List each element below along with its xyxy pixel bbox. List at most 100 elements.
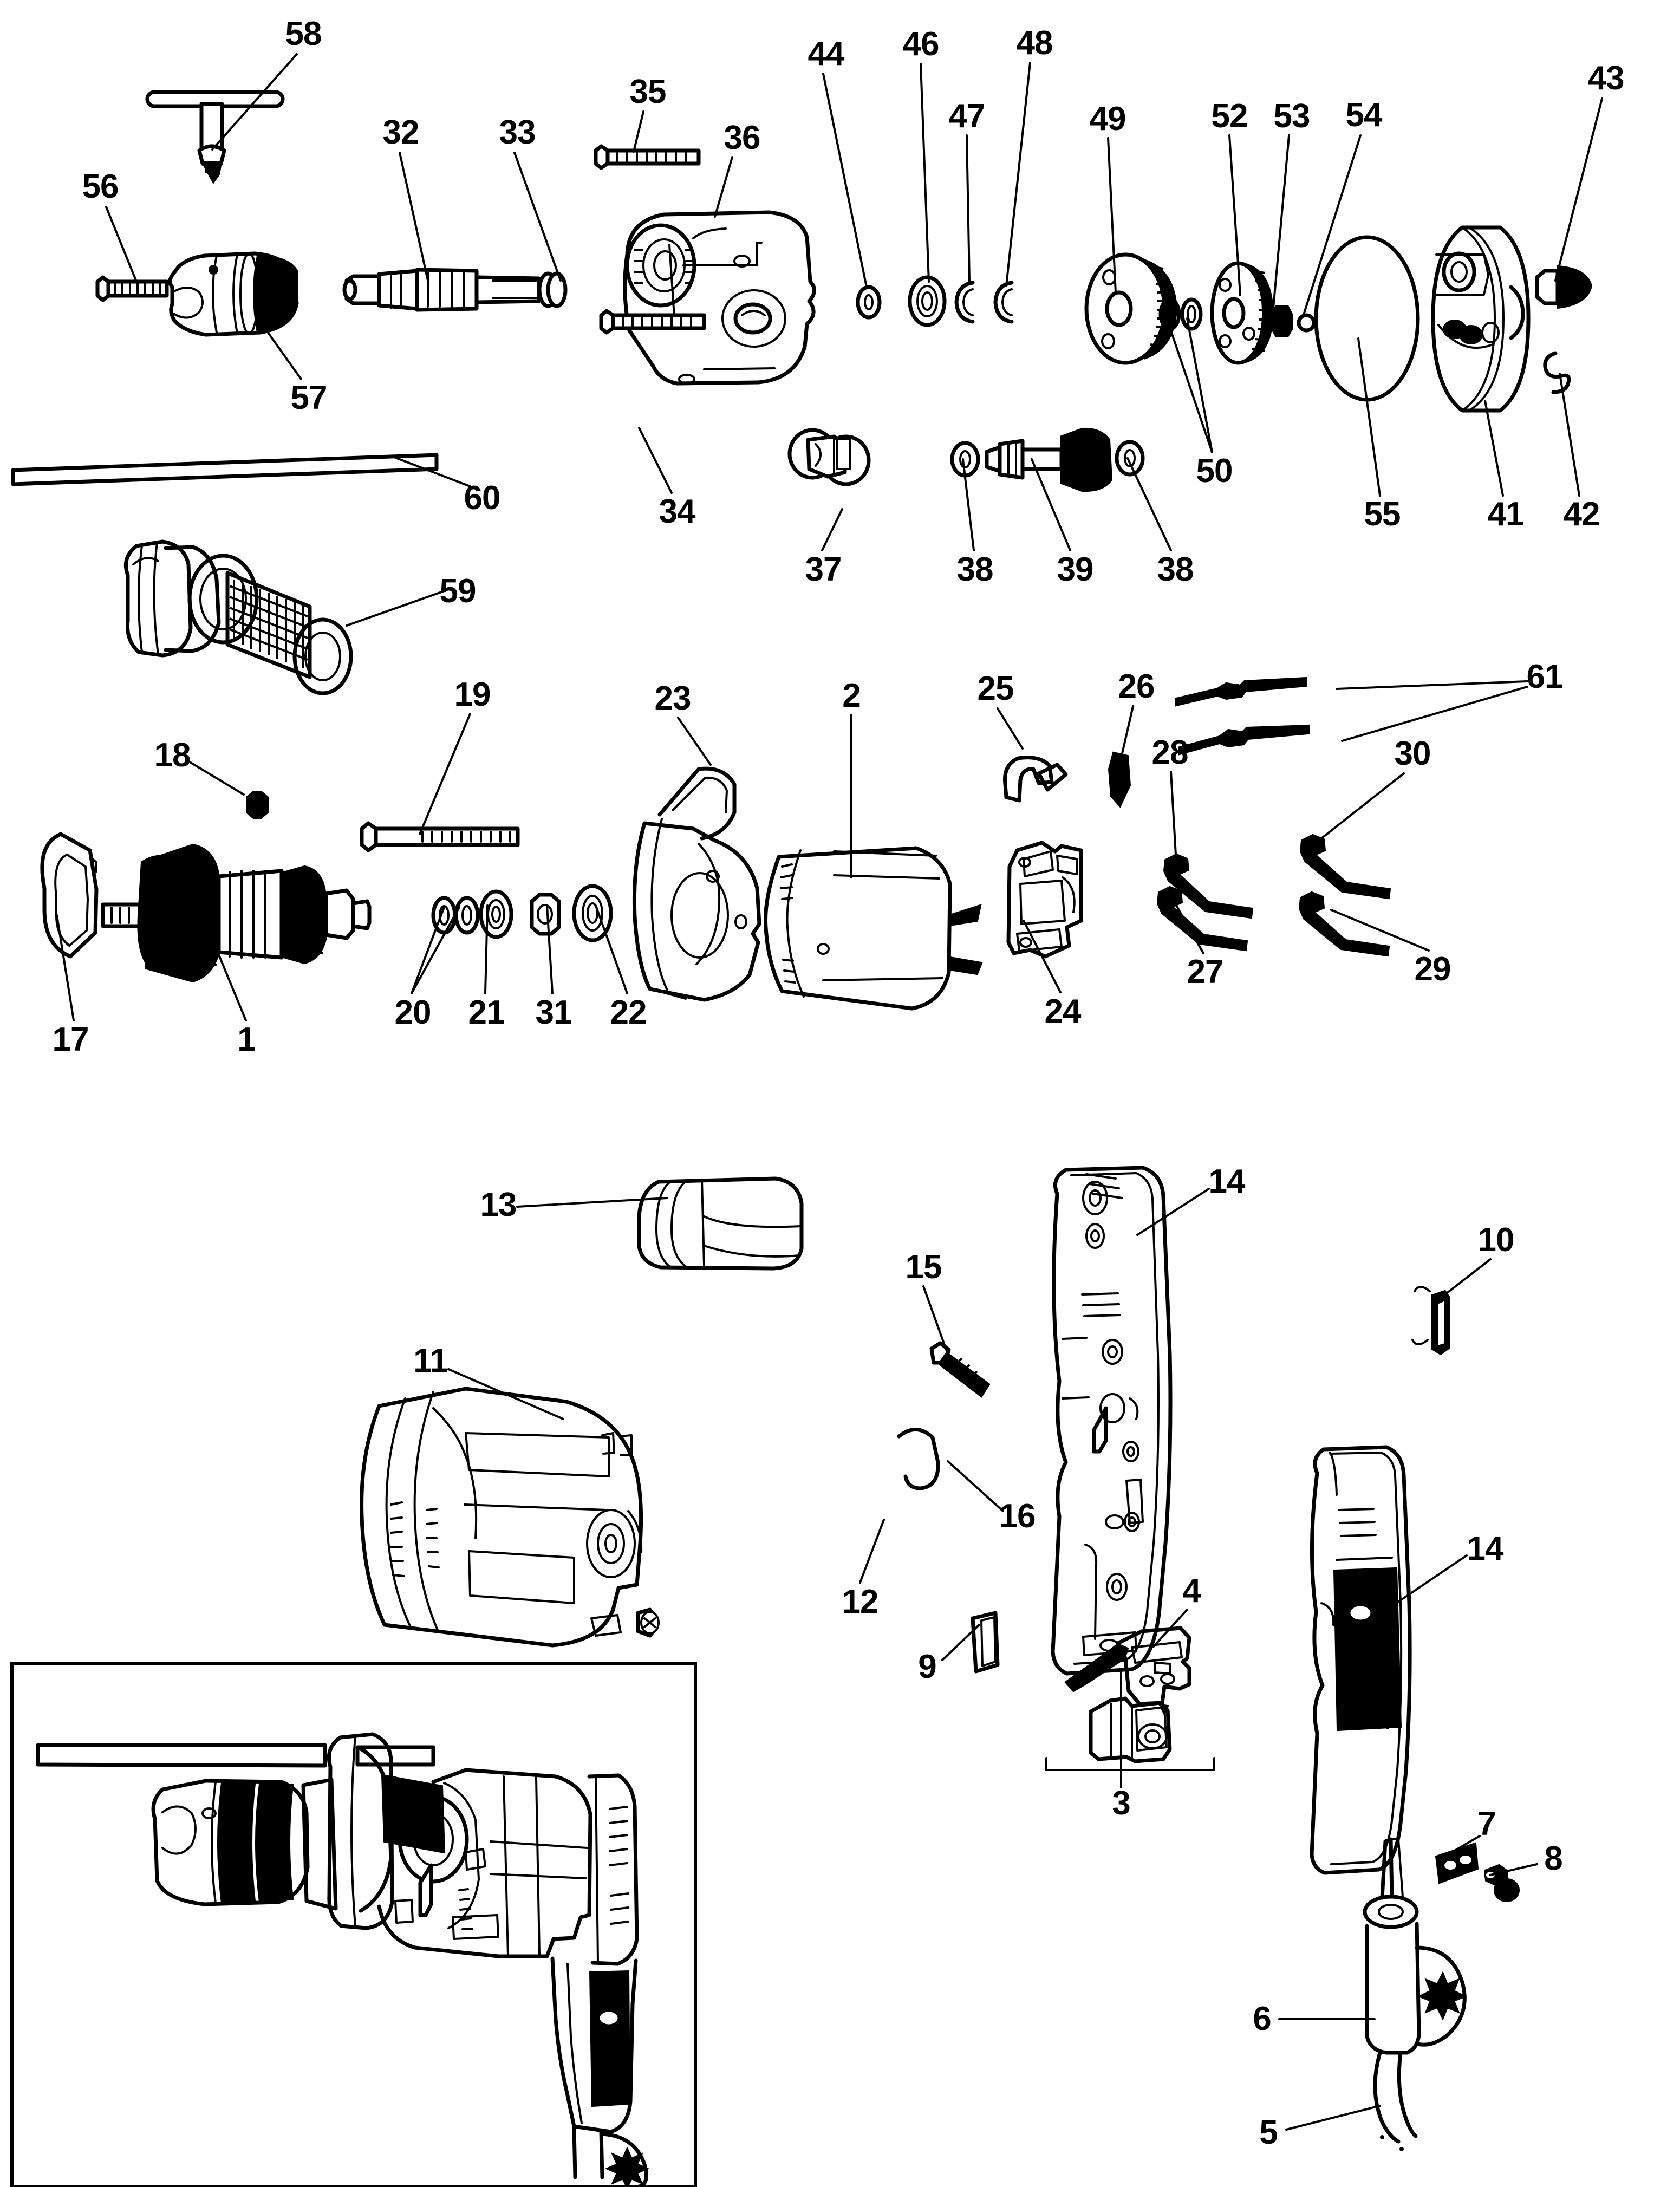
leader-line-61 [1341, 686, 1528, 742]
part-50-washer-b [1180, 297, 1203, 331]
leader-line-48 [1005, 62, 1031, 287]
callout-leader-lines [56, 53, 1603, 2131]
leader-line-30 [1311, 772, 1405, 847]
part-8-screw [1483, 1864, 1520, 1902]
leader-line-26 [1120, 705, 1134, 759]
callout-label-6: 6 [1253, 2000, 1271, 2038]
leader-line-1 [204, 920, 247, 1021]
leader-line-15 [922, 1285, 949, 1355]
callout-label-33: 33 [499, 114, 536, 151]
part-52-gear [1210, 261, 1274, 365]
part-53-collar [1271, 305, 1293, 337]
part-56-screw [95, 275, 169, 302]
part-39-intermediate-shaft [985, 427, 1113, 492]
part-19-long-screw [360, 821, 520, 852]
callout-label-13: 13 [480, 1186, 517, 1223]
part-38-washer-right [1115, 440, 1145, 477]
callout-label-49: 49 [1089, 100, 1126, 138]
part-3-switch-assembly [1045, 1670, 1215, 1788]
callout-label-2: 2 [842, 677, 861, 714]
callout-label-38a: 38 [956, 551, 994, 588]
part-54-ball [1297, 313, 1316, 333]
leader-line-41 [1484, 400, 1504, 497]
leader-line-31 [546, 904, 554, 994]
leader-line-42 [1559, 373, 1580, 497]
callout-label-36: 36 [724, 119, 761, 157]
part-2-field-stator [764, 846, 983, 1011]
callout-label-41: 41 [1487, 496, 1525, 533]
callout-label-48: 48 [1016, 24, 1053, 62]
callout-label-19: 19 [454, 676, 491, 713]
leader-line-50 [1186, 317, 1213, 453]
callout-label-15: 15 [905, 1248, 942, 1286]
leader-line-56 [105, 206, 138, 283]
leader-line-35 [633, 110, 644, 153]
leader-line-24 [1023, 920, 1062, 993]
callout-label-8: 8 [1544, 1840, 1562, 1877]
part-32-spindle [342, 268, 541, 312]
callout-label-9: 9 [918, 1648, 936, 1685]
part-23-end-bell [632, 766, 761, 1002]
leader-line-8 [1489, 1863, 1538, 1876]
callout-label-3: 3 [1112, 1785, 1130, 1822]
part-33-washer [537, 271, 568, 308]
leader-line-5 [1285, 2105, 1381, 2131]
part-58-chuck-key [145, 90, 285, 184]
callout-label-16: 16 [999, 1498, 1036, 1535]
callout-label-32: 32 [382, 114, 420, 151]
part-47-seal [954, 281, 975, 324]
leader-line-32 [399, 152, 429, 282]
callout-label-57: 57 [290, 379, 328, 416]
callout-label-7: 7 [1477, 1805, 1496, 1843]
callout-label-28: 28 [1151, 734, 1189, 771]
leader-line-9 [941, 1624, 980, 1661]
part-59-side-handle [123, 539, 353, 695]
callout-label-30: 30 [1394, 735, 1431, 772]
part-27-terminal [1156, 886, 1248, 952]
leader-line-25 [997, 707, 1024, 750]
leader-line-57 [265, 329, 302, 380]
part-20-washer-b [454, 896, 480, 935]
part-25-brush-spring-clip [1003, 756, 1068, 803]
part-14-handle-half-right [1310, 1445, 1412, 1875]
callout-label-25: 25 [977, 670, 1014, 707]
leader-line-50 [1166, 318, 1213, 453]
callout-label-11: 11 [413, 1342, 448, 1379]
part-44-washer [856, 285, 882, 320]
callout-label-14a: 14 [1208, 1163, 1246, 1200]
part-60-depth-rod [11, 453, 439, 486]
leader-line-37 [821, 508, 843, 551]
leader-line-59 [346, 590, 444, 627]
callout-label-12: 12 [842, 1583, 879, 1620]
part-48-seal [993, 281, 1014, 324]
leader-line-39 [1031, 458, 1071, 551]
callout-label-34: 34 [659, 493, 696, 530]
callout-label-50: 50 [1196, 452, 1233, 490]
leader-line-60 [394, 457, 471, 487]
part-57-chuck [168, 251, 299, 337]
leader-line-18 [190, 761, 245, 796]
leader-line-17 [56, 914, 75, 1021]
part-31-nut [530, 893, 561, 936]
callout-label-44: 44 [808, 35, 845, 73]
leader-line-38a [962, 458, 975, 551]
leader-line-28 [1170, 771, 1177, 865]
leader-line-12 [859, 1519, 885, 1584]
part-11-motor-housing [360, 1387, 660, 1648]
callout-label-53: 53 [1273, 97, 1311, 135]
leader-line-33 [513, 152, 562, 282]
leader-line-49 [1107, 137, 1117, 294]
part-29-terminal [1298, 891, 1390, 957]
leader-line-14b [1395, 1554, 1468, 1604]
leader-line-34 [638, 427, 673, 494]
part-42-retaining-clip [1543, 351, 1571, 394]
part-55-o-ring [1314, 235, 1420, 402]
leader-line-36 [714, 156, 733, 218]
callout-label-56: 56 [82, 168, 119, 205]
callout-label-58: 58 [285, 15, 322, 53]
part-10-strain-relief-insert [1411, 1286, 1450, 1356]
leader-line-10 [1438, 1258, 1492, 1300]
leader-line-52 [1228, 134, 1241, 296]
leader-line-47 [966, 134, 971, 283]
